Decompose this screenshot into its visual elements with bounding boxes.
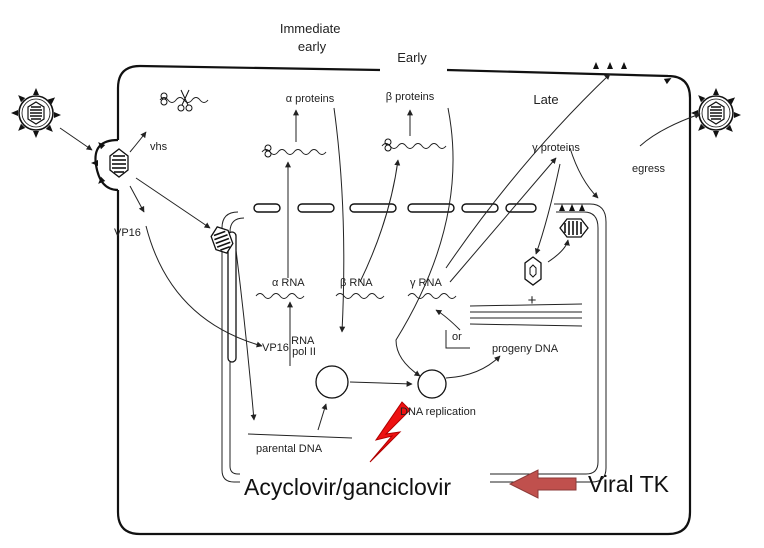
label-viral-tk: Viral TK xyxy=(588,471,670,497)
label-beta-rna: β RNA xyxy=(340,277,373,289)
nuclear-pores xyxy=(253,203,537,213)
label-parental-dna: parental DNA xyxy=(256,443,323,455)
label-vhs: vhs xyxy=(150,141,168,153)
arrows xyxy=(59,73,701,431)
label-alpha-rna: α RNA xyxy=(272,277,305,289)
inner-spikes xyxy=(559,204,585,211)
label-immediate-early: Immediate early xyxy=(280,21,344,54)
scissors-icon xyxy=(177,89,193,112)
label-egress: egress xyxy=(632,163,666,175)
label-early: Early xyxy=(397,50,427,65)
label-gamma-proteins: γ proteins xyxy=(532,142,580,154)
label-vp16-top: VP16 xyxy=(114,227,141,239)
label-progeny-dna: progeny DNA xyxy=(492,343,559,355)
label-late: Late xyxy=(533,92,558,107)
label-vp16-inner: VP16 xyxy=(262,342,289,354)
nuclear-membrane-inner xyxy=(229,211,599,475)
er-vertical xyxy=(227,231,237,363)
label-acyclovir: Acyclovir/ganciclovir xyxy=(244,474,451,500)
lightning-bolt xyxy=(369,401,411,463)
mrna-strands xyxy=(159,92,457,299)
fusing-virion xyxy=(91,140,129,186)
label-plus: + xyxy=(528,292,537,309)
label-dna-replication: DNA replication xyxy=(400,406,476,418)
label-gamma-rna: γ RNA xyxy=(410,277,442,289)
nuclear-membrane-outer xyxy=(221,203,607,483)
cell-membrane xyxy=(116,64,692,536)
incoming-virion xyxy=(11,88,61,138)
membrane-glycoproteins xyxy=(593,62,673,85)
empty-capsid xyxy=(524,256,542,286)
label-rna-pol-ii: RNA pol II xyxy=(291,335,317,358)
rna-pol-circle xyxy=(315,365,349,399)
capsid-assembling xyxy=(559,218,589,238)
dna-lines xyxy=(247,303,583,439)
label-alpha-proteins: α proteins xyxy=(286,93,335,105)
label-beta-proteins: β proteins xyxy=(386,91,435,103)
egressing-virion xyxy=(691,88,741,138)
viral-tk-arrow xyxy=(508,469,577,499)
label-or: or xyxy=(452,331,462,343)
replication-circle xyxy=(417,369,447,399)
